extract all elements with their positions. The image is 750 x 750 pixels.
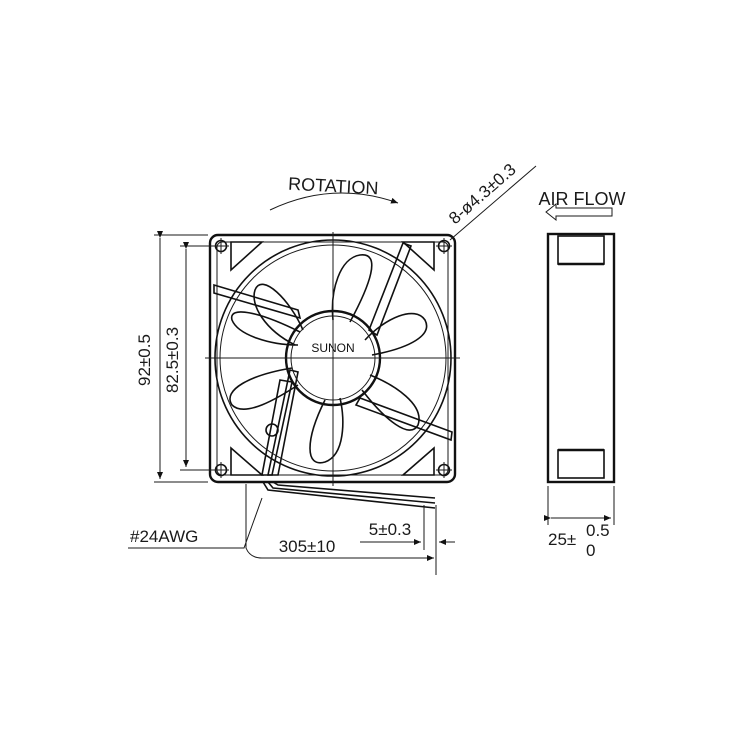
wire-gauge-label: #24AWG <box>130 527 198 546</box>
dimension-height-mount: 82.5±0.3 <box>163 242 214 471</box>
lead-length-label: 305±10 <box>279 537 336 556</box>
thickness-lower-label: 0 <box>586 541 595 560</box>
dimension-thickness: 25± 0.5 0 <box>544 486 615 560</box>
mounting-holes <box>213 238 452 478</box>
mounting-hole <box>213 238 229 254</box>
dimension-strip-length: 5±0.3 <box>360 505 455 550</box>
mounting-hole <box>436 462 452 478</box>
fan-wires <box>262 481 436 509</box>
side-frame <box>546 232 616 484</box>
mounting-hole <box>436 238 452 254</box>
height-mount-label: 82.5±0.3 <box>163 327 182 393</box>
rotation-indicator: ROTATION <box>269 174 399 211</box>
hole-spec: 8-ø4.3±0.3 <box>445 160 537 241</box>
fan-blades <box>229 254 428 464</box>
side-top-slot <box>557 235 605 265</box>
hole-spec-label: 8-ø4.3±0.3 <box>445 160 519 228</box>
mounting-hole <box>213 462 229 478</box>
corner-cutouts <box>230 241 435 476</box>
dimension-height-outer: 92±0.5 <box>135 231 208 483</box>
thickness-upper-label: 0.5 <box>586 521 610 540</box>
front-view: SUNON <box>205 232 460 509</box>
fan-spokes <box>213 241 453 476</box>
side-bottom-slot <box>557 449 605 479</box>
strip-length-label: 5±0.3 <box>369 520 411 539</box>
thickness-base-label: 25± <box>548 530 576 549</box>
wire-clip <box>265 423 279 437</box>
airflow-indicator: AIR FLOW <box>538 189 626 222</box>
side-view <box>546 232 616 484</box>
wire-gauge-callout: #24AWG <box>128 497 263 549</box>
airflow-arrow <box>545 202 613 222</box>
dimension-lead-length: 305±10 <box>245 484 437 575</box>
height-outer-label: 92±0.5 <box>135 334 154 386</box>
airflow-label: AIR FLOW <box>538 189 625 209</box>
rotation-arrow <box>269 192 399 211</box>
